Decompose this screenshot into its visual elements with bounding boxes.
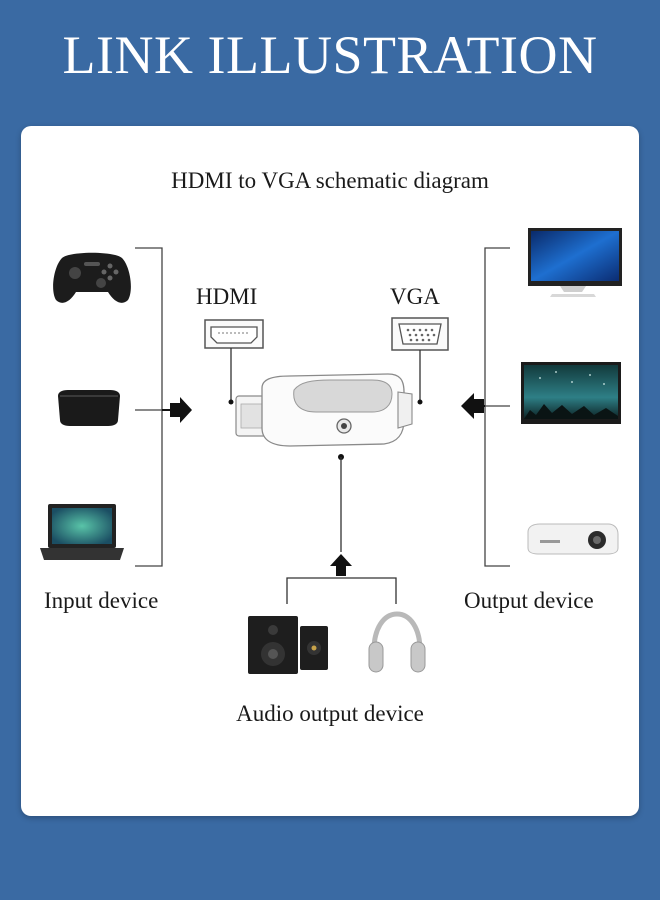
port-connector-lines — [230, 348, 421, 402]
input-arrow — [162, 397, 192, 423]
output-arrow — [461, 393, 485, 419]
hdmi-to-vga-adapter — [235, 373, 413, 447]
hdmi-port-icon — [204, 319, 264, 349]
vga-label: VGA — [390, 284, 440, 309]
hdmi-connection-dot — [228, 399, 234, 405]
input-bracket — [135, 247, 163, 567]
vga-port-icon — [391, 317, 449, 351]
projector-icon — [527, 523, 619, 555]
tv-box-icon — [58, 390, 120, 426]
speakers-icon — [248, 616, 328, 674]
input-device-label: Input device — [44, 588, 159, 613]
output-bracket — [484, 247, 510, 567]
audio-output-device-label: Audio output device — [236, 701, 424, 726]
monitor-icon — [528, 228, 622, 297]
laptop-icon — [40, 504, 124, 560]
hdmi-label: HDMI — [196, 284, 258, 309]
page-title: LINK ILLUSTRATION — [62, 25, 598, 85]
television-icon — [521, 362, 621, 424]
audio-connection — [286, 454, 397, 604]
game-controller-icon — [53, 252, 131, 303]
output-device-label: Output device — [464, 588, 594, 613]
vga-connection-dot — [417, 399, 423, 405]
headphones-icon — [368, 611, 426, 673]
diagram-title: HDMI to VGA schematic diagram — [171, 168, 489, 193]
